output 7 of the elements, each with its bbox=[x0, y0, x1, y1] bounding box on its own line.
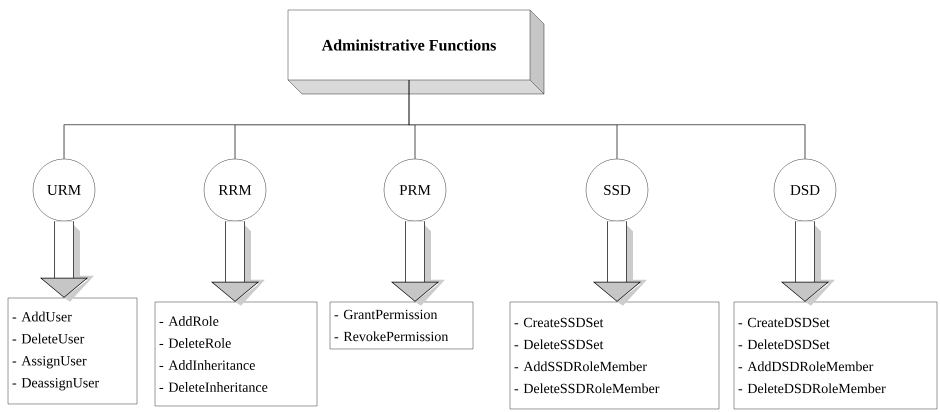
connector-line bbox=[408, 80, 806, 160]
function-list-box: - CreateSSDSet - DeleteSSDSet - AddSSDRoleMember - DeleteSSDRoleMember bbox=[510, 302, 720, 410]
function-list-box: - AddRole - DeleteRole - AddInheritance - DeleteInheritance bbox=[154, 302, 318, 406]
title-box: Administrative Functions bbox=[288, 10, 544, 94]
function-list-box: - AddUser - DeleteUser - AssignUser - DeassignUser bbox=[8, 298, 138, 404]
function-list-box: - CreateDSDSet - DeleteDSDSet - AddDSDRoleMember - DeleteDSDRoleMember bbox=[734, 302, 938, 410]
function-list-box: - GrantPermission - RevokePermission bbox=[330, 302, 474, 350]
